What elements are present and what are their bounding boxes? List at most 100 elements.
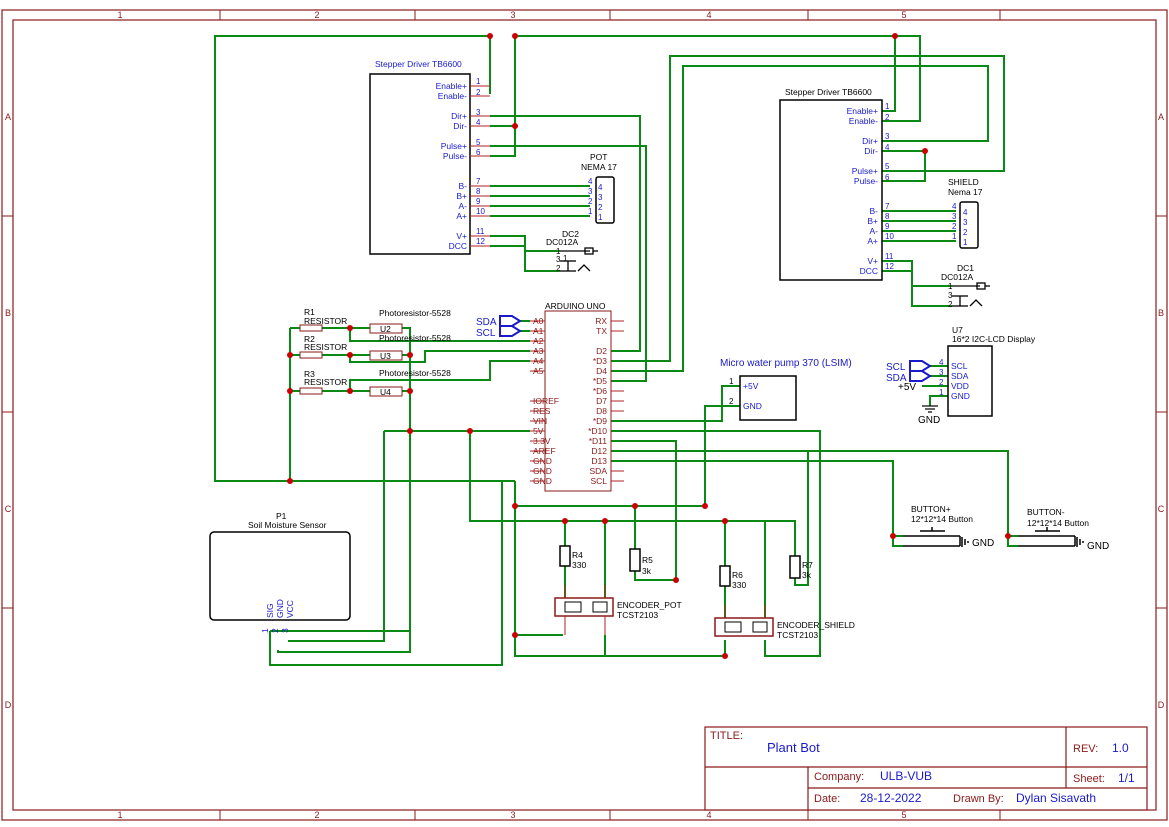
pin-label: 3.3V bbox=[533, 436, 551, 446]
pin-label: GND bbox=[533, 476, 552, 486]
date-label: Date: bbox=[814, 793, 840, 805]
u2-ref: U2 bbox=[380, 324, 391, 334]
pin-label: *D11 bbox=[589, 436, 608, 446]
driver2-title: Stepper Driver TB6600 bbox=[785, 87, 872, 97]
pin-label: D2 bbox=[596, 346, 607, 356]
pin-number: 3 bbox=[598, 193, 603, 202]
r2-value: RESISTOR bbox=[304, 342, 347, 352]
rev-label: REV: bbox=[1073, 743, 1098, 755]
encoder-pot-value: TCST2103 bbox=[617, 610, 658, 620]
pin-number: 3 bbox=[963, 218, 968, 227]
col-label: 2 bbox=[314, 10, 319, 20]
photoresistors: Photoresistor-5528 U2 Photoresistor-5528… bbox=[369, 308, 451, 397]
pin-number: 10 bbox=[476, 207, 485, 216]
pin-number: 2 bbox=[556, 264, 561, 273]
pin-number: 2 bbox=[588, 197, 593, 206]
pin-number: 3 bbox=[952, 212, 957, 221]
r5-ref: R5 bbox=[642, 555, 653, 565]
r1-ref: R1 bbox=[304, 307, 315, 317]
encoder-pot-ref: ENCODER_POT bbox=[617, 600, 682, 610]
button-plus-gnd: GND bbox=[972, 538, 994, 549]
pin-number: 9 bbox=[885, 222, 890, 231]
button-minus-gnd: GND bbox=[1087, 541, 1109, 552]
row-label: B bbox=[1158, 308, 1164, 318]
dc1-ref: DC1 bbox=[957, 263, 974, 273]
row-label: D bbox=[1158, 700, 1165, 710]
pump-title: Micro water pump 370 (LSIM) bbox=[720, 358, 852, 369]
pin-label: Dir- bbox=[453, 121, 467, 131]
pin-label: D4 bbox=[596, 366, 607, 376]
stepper-driver-1: Stepper Driver TB6600 Enable+ Enable- Di… bbox=[369, 59, 490, 255]
pin-label: Pulse- bbox=[854, 176, 878, 186]
r7-ref: R7 bbox=[802, 560, 813, 570]
r6-ref: R6 bbox=[732, 570, 743, 580]
soil-ref: P1 bbox=[276, 511, 287, 521]
soil-moisture-sensor: P1 Soil Moisture Sensor SIG GND VCC 1 2 … bbox=[209, 511, 351, 633]
dc1-value: DC012A bbox=[941, 272, 973, 282]
lcd-display: U7 16*2 I2C-LCD Display SCL SDA VDD GND … bbox=[886, 325, 1036, 426]
pin-number: 4 bbox=[963, 208, 968, 217]
pin-number: 3 bbox=[948, 291, 953, 300]
water-pump: Micro water pump 370 (LSIM) +5V GND 1 2 bbox=[720, 358, 852, 421]
pin-label: A- bbox=[870, 226, 879, 236]
pin-number: 1 bbox=[885, 102, 890, 111]
button-plus: BUTTON+ 12*12*14 Button GND bbox=[903, 504, 994, 549]
sheet-value: 1/1 bbox=[1118, 771, 1135, 785]
pin-label: A+ bbox=[867, 236, 878, 246]
sheet-label: Sheet: bbox=[1073, 773, 1105, 785]
pin-label: D13 bbox=[591, 456, 607, 466]
pin-number: 10 bbox=[885, 232, 894, 241]
scl-flag: SCL bbox=[886, 362, 906, 373]
scl-flag: SCL bbox=[476, 328, 496, 339]
company-label: Company: bbox=[814, 771, 864, 783]
r7-value: 3k bbox=[802, 570, 812, 580]
button-minus: BUTTON- 12*12*14 Button GND bbox=[1018, 507, 1109, 552]
resistors-r1-r3: R1 RESISTOR R2 RESISTOR R3 RESISTOR bbox=[299, 307, 347, 395]
encoder-pot: ENCODER_POT TCST2103 bbox=[554, 585, 682, 635]
pin-label: A3 bbox=[533, 346, 544, 356]
pin-label: V+ bbox=[867, 256, 878, 266]
encoder-shield-value: TCST2103 bbox=[777, 630, 818, 640]
pin-number: 1 bbox=[260, 628, 270, 633]
col-label: 3 bbox=[510, 810, 515, 820]
pin-label: GND bbox=[533, 456, 552, 466]
r4-value: 330 bbox=[572, 560, 586, 570]
pin-label: 5V bbox=[533, 426, 544, 436]
motor1-value: NEMA 17 bbox=[581, 162, 617, 172]
pin-number: 11 bbox=[885, 252, 894, 261]
i2c-flags-arduino: SDA SCL bbox=[476, 315, 522, 339]
pin-label: B- bbox=[870, 206, 879, 216]
pin-label: AREF bbox=[533, 446, 556, 456]
pin-number: 4 bbox=[476, 118, 481, 127]
lcd-ref: U7 bbox=[952, 325, 963, 335]
pin-label: DCC bbox=[449, 241, 467, 251]
pin-number: 6 bbox=[885, 173, 890, 182]
pin-number: 1 bbox=[588, 207, 593, 216]
pin-number: 1 bbox=[948, 282, 953, 291]
drawn-label: Drawn By: bbox=[953, 793, 1004, 805]
pin-label: DCC bbox=[860, 266, 878, 276]
pin-number: 1 bbox=[476, 77, 481, 86]
pin-label: Pulse- bbox=[443, 151, 467, 161]
pin-number: 4 bbox=[885, 143, 890, 152]
row-label: C bbox=[1158, 504, 1165, 514]
col-label: 1 bbox=[117, 10, 122, 20]
pin-label: A1 bbox=[533, 326, 544, 336]
pin-label: D8 bbox=[596, 406, 607, 416]
pin-label: Enable+ bbox=[847, 106, 878, 116]
stepper-driver-2: Stepper Driver TB6600 Enable+ Enable- Di… bbox=[779, 87, 894, 281]
pin-label: GND bbox=[951, 391, 970, 401]
resistors-r4-r7: R4 330 R5 3k R6 330 R7 3k bbox=[559, 545, 813, 590]
dc2-ref: DC2 bbox=[562, 229, 579, 239]
pin-label: SCL bbox=[590, 476, 607, 486]
pin-label: Enable+ bbox=[436, 81, 467, 91]
date-value: 28-12-2022 bbox=[860, 791, 922, 805]
pin-label: V+ bbox=[456, 231, 467, 241]
col-label: 4 bbox=[706, 810, 711, 820]
pin-label: SDA bbox=[590, 466, 608, 476]
pin-number: 11 bbox=[476, 227, 485, 236]
wires bbox=[214, 35, 1018, 666]
pin-label: SDA bbox=[951, 371, 969, 381]
r3-ref: R3 bbox=[304, 369, 315, 379]
border-labels: 1 2 3 4 5 1 2 3 4 5 A B C D A B C D bbox=[5, 10, 1165, 820]
